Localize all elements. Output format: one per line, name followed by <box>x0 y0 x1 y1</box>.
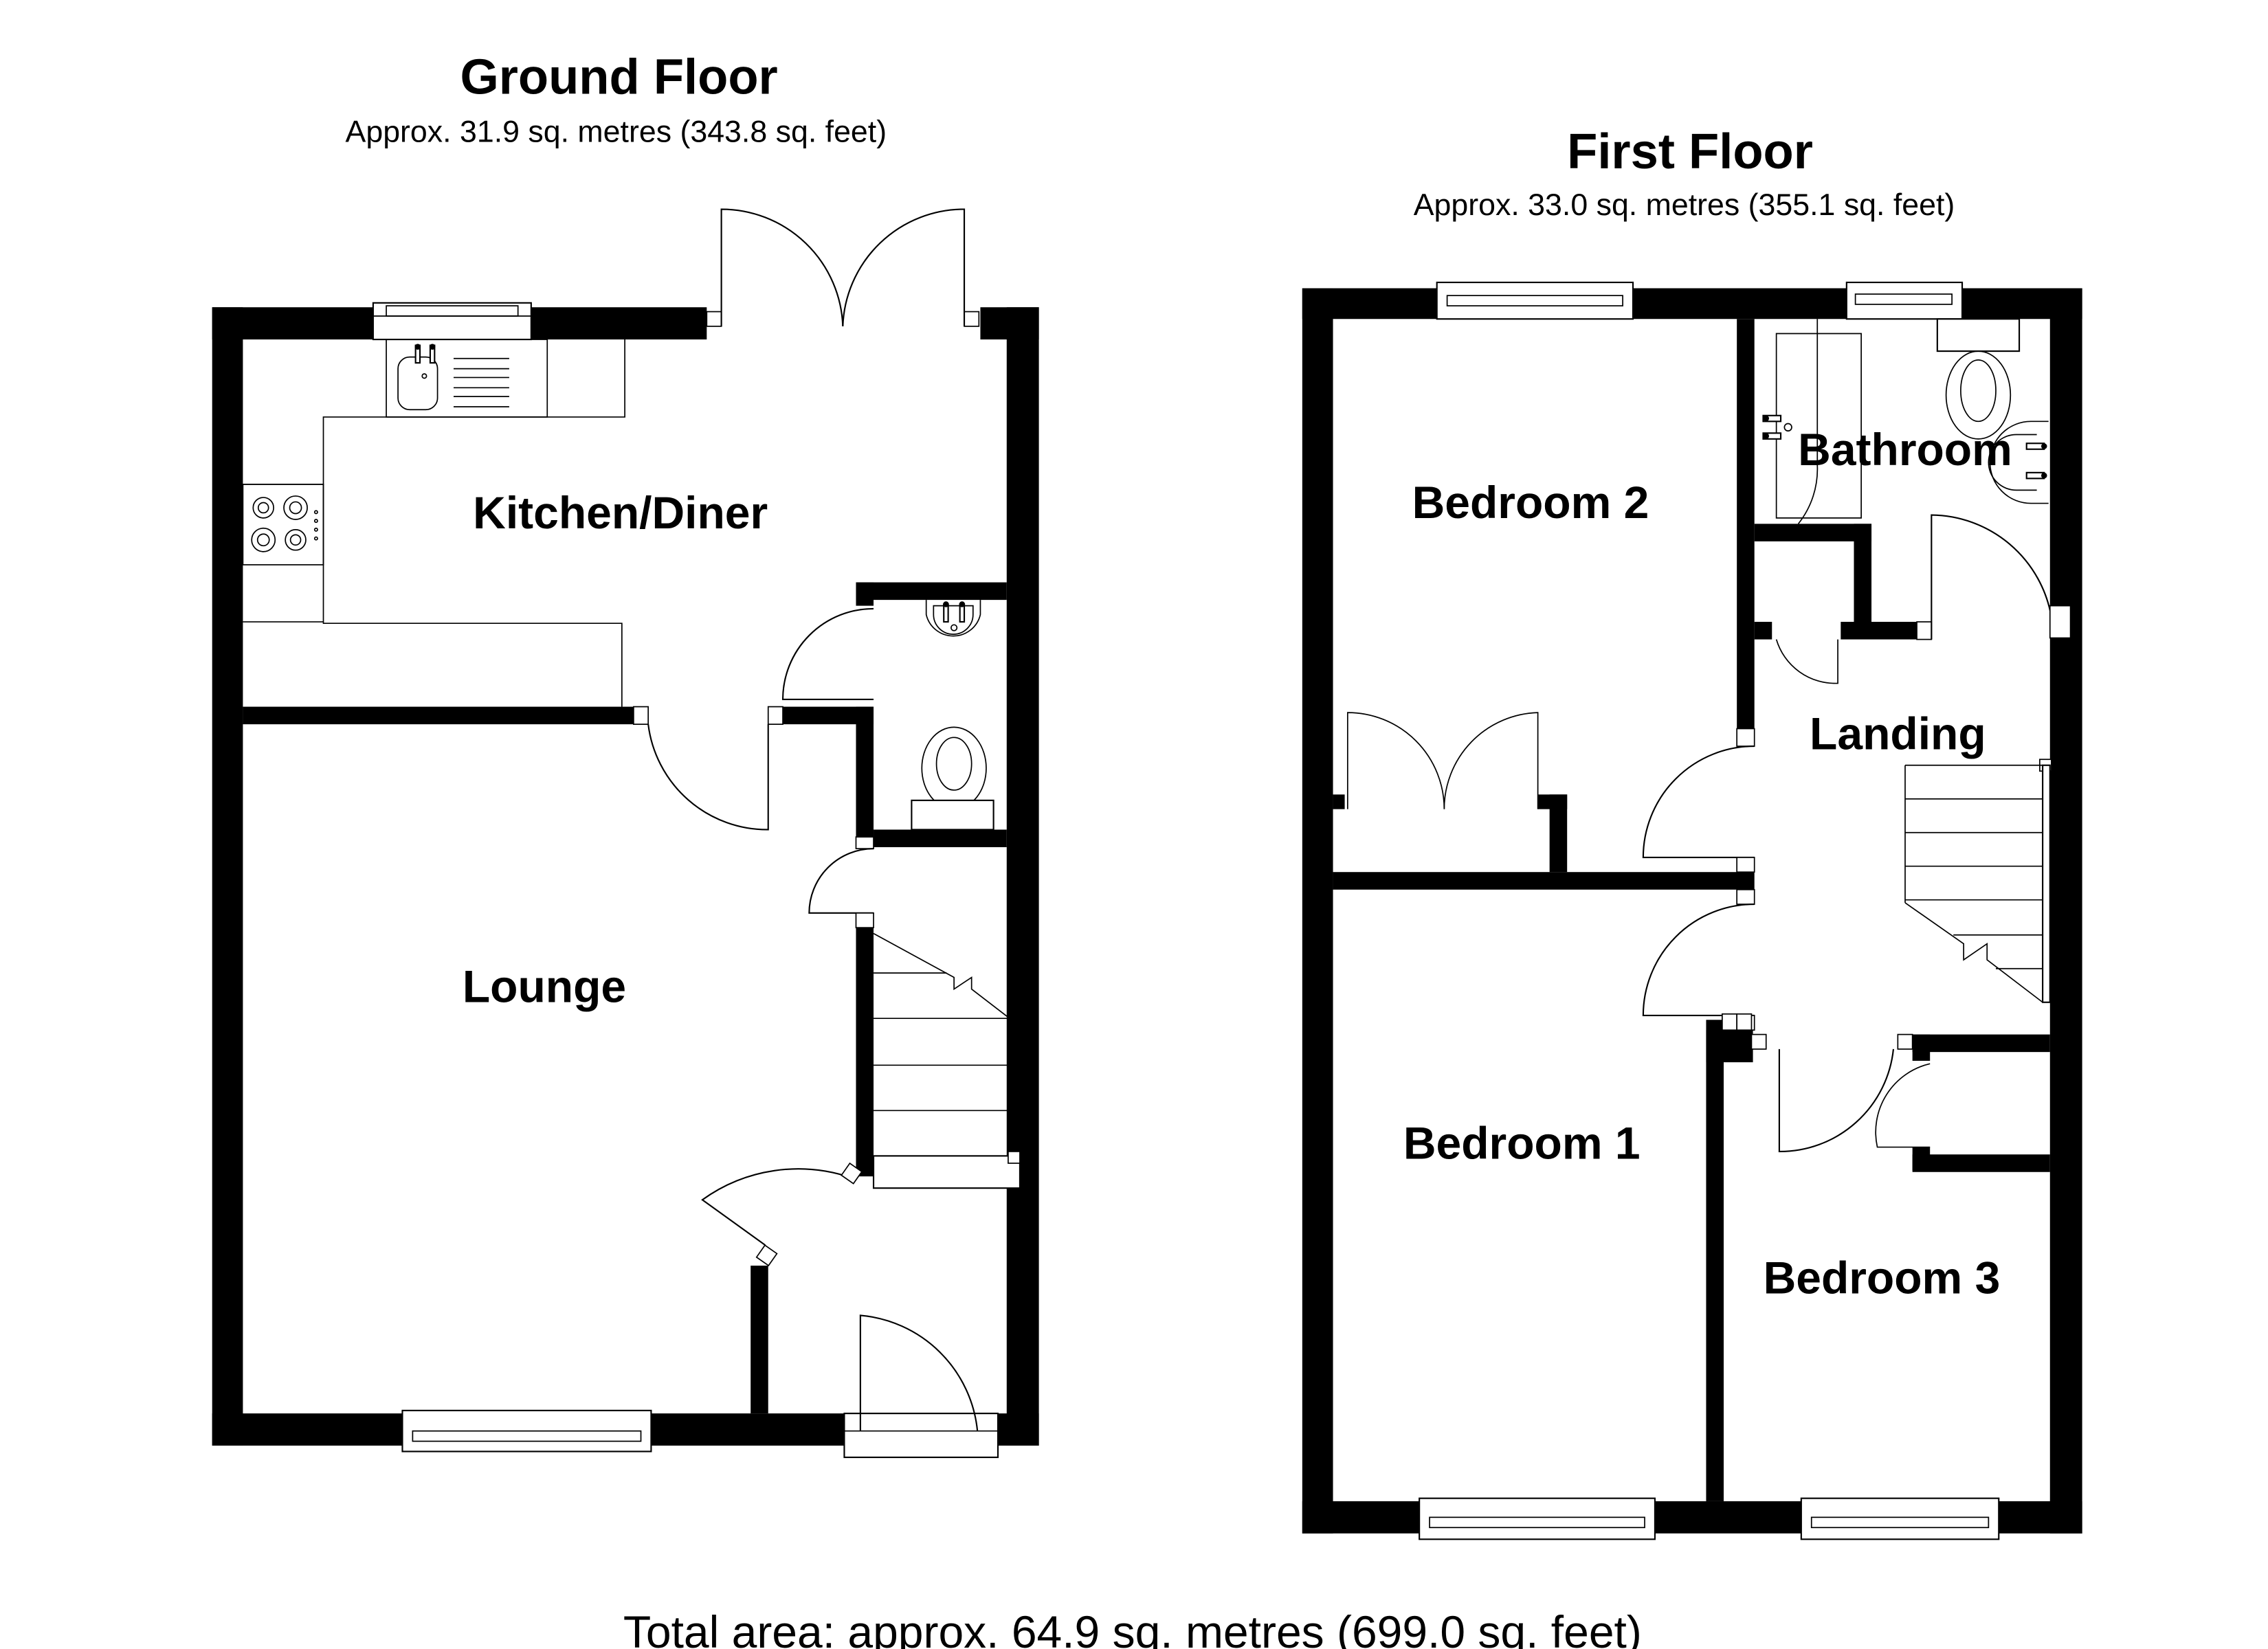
bedroom2-wardrobe-icon <box>1333 712 1568 873</box>
gf-wall-top-mid <box>531 307 707 340</box>
room-label-bedroom3: Bedroom 3 <box>1764 1253 2001 1303</box>
hall-lounge-door-icon <box>701 1162 863 1267</box>
room-label-bathroom: Bathroom <box>1798 424 2012 475</box>
ff-wall-bottom-mid <box>1654 1501 1801 1534</box>
gf-wall-right <box>1006 307 1039 1446</box>
ff-cupboard-top-wall <box>1912 1034 2050 1053</box>
ff-bedroom2-landing-wall <box>1737 319 1755 729</box>
wc-toilet-icon <box>911 726 994 831</box>
ff-wall-top-mid <box>1633 288 1847 319</box>
wc-basin-icon <box>925 600 981 637</box>
ff-bedroom1-bedroom3-wall <box>1706 1020 1724 1501</box>
bedroom3-window <box>1800 1497 2000 1540</box>
wc-door-icon <box>781 607 874 700</box>
bedroom2-window <box>1436 281 1634 320</box>
wc-bottom-wall <box>874 829 1007 848</box>
ground-floor-area: Approx. 31.9 sq. metres (343.8 sq. feet) <box>346 115 887 149</box>
gf-wall-left <box>212 307 243 1446</box>
gf-wall-bottom-left <box>212 1413 403 1446</box>
bathroom-window <box>1845 281 1964 320</box>
room-label-kitchen: Kitchen/Diner <box>473 487 768 538</box>
first-floor-plan: Bedroom 2 Bathroom Landing Bedroom 1 Bed… <box>1302 281 2082 1540</box>
ff-staircase-icon <box>1904 759 2052 1003</box>
first-floor-area: Approx. 33.0 sq. metres (355.1 sq. feet) <box>1414 188 1955 222</box>
room-label-bedroom1: Bedroom 1 <box>1403 1118 1641 1169</box>
first-floor-title: First Floor <box>1567 124 1813 179</box>
ff-wall-bottom-right <box>1999 1501 2082 1534</box>
bathroom-toilet-icon <box>1936 318 2021 440</box>
kitchen-window <box>372 302 532 341</box>
front-door-icon <box>843 1314 999 1459</box>
total-area: Total area: approx. 64.9 sq. metres (699… <box>623 1606 1642 1649</box>
bedroom2-door-icon <box>1642 745 1755 858</box>
ff-cupboard-door-icon <box>1875 1063 1931 1148</box>
lounge-window <box>401 1409 652 1452</box>
wc-top-wall <box>856 582 1007 601</box>
room-label-bedroom2: Bedroom 2 <box>1412 477 1649 528</box>
ground-floor-title: Ground Floor <box>460 49 777 104</box>
cupboard-door-icon <box>808 848 874 914</box>
ff-bedroom-divider-wall <box>1333 872 1755 890</box>
gf-wall-bottom-right <box>998 1413 1039 1446</box>
gf-kitchen-lounge-wall <box>243 706 634 725</box>
kitchen-hob-icon <box>242 484 324 565</box>
bedroom3-door-icon <box>1778 1048 1895 1153</box>
ff-wall-left <box>1302 288 1333 1534</box>
gf-wall-top-left <box>212 307 373 340</box>
bath-icon <box>1762 319 1862 524</box>
gf-staircase-icon <box>872 932 1021 1189</box>
room-label-lounge: Lounge <box>463 961 626 1012</box>
french-doors-icon <box>706 208 980 327</box>
gf-wall-bottom-mid <box>651 1413 845 1446</box>
airing-cupboard-door-icon <box>1775 639 1838 684</box>
bedroom1-door-icon <box>1642 903 1755 1016</box>
gf-hall-wall <box>751 1266 768 1414</box>
ff-wall-top-left <box>1302 288 1437 319</box>
bathroom-basin-icon <box>1988 420 2049 504</box>
ff-wall-bottom-left <box>1302 1501 1420 1534</box>
ff-wall-right <box>2049 288 2082 1534</box>
gf-stair-wall <box>856 928 874 1177</box>
kitchen-lounge-door-icon <box>647 723 769 831</box>
bathroom-door-icon <box>1931 514 2052 640</box>
room-label-landing: Landing <box>1810 708 1986 759</box>
ground-floor-plan: Kitchen/Diner Lounge <box>212 208 1039 1459</box>
ff-cupboard-bottom-wall <box>1912 1154 2050 1172</box>
ff-bathroom-bottom-wall <box>1754 524 1872 541</box>
kitchen-sink-icon <box>386 339 548 418</box>
bedroom1-window <box>1419 1497 1656 1540</box>
